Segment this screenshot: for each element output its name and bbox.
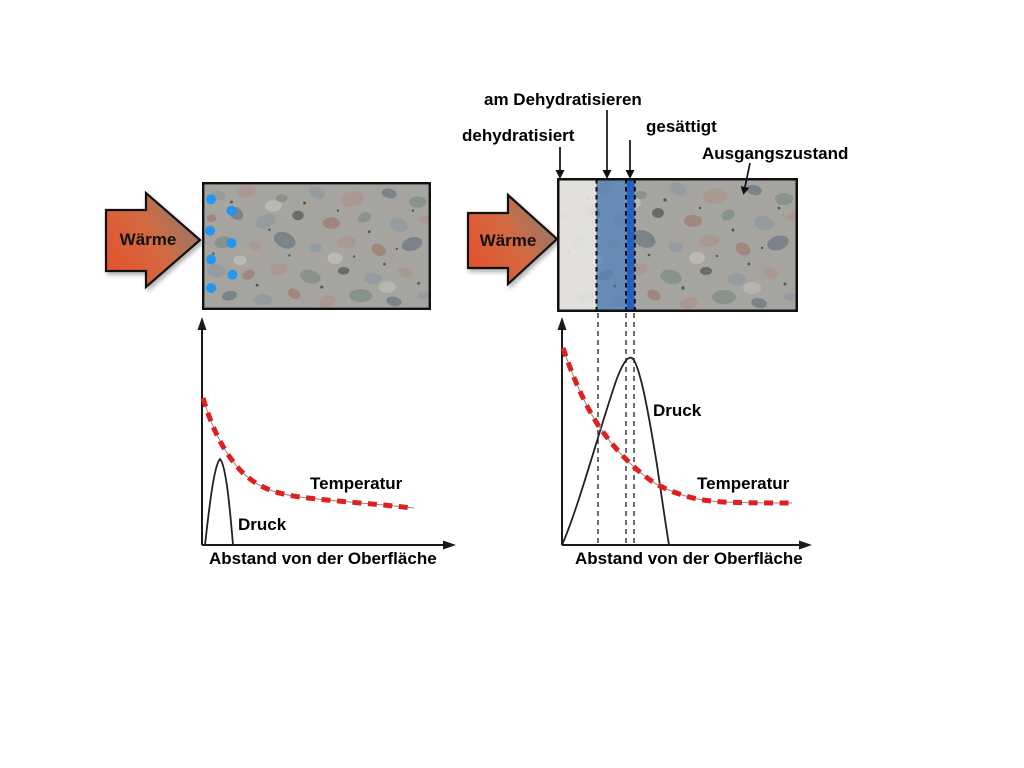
temperature-curve [560,347,791,506]
water-drop [226,238,237,249]
water-drop [205,225,216,236]
water-drop [206,283,216,293]
heat-arrow-right [466,192,559,287]
water-drop [226,205,237,216]
zone-dehydrating [596,179,626,311]
arrow-initial-state [744,162,751,188]
concrete-specimen-right [557,178,798,312]
projected-zone-boundaries [597,313,635,545]
label-pressure-left: Druck [238,515,287,534]
heat-arrow-shape [466,192,559,287]
label-saturated: gesättigt [646,117,717,136]
y-axis-arrow-icon [197,317,207,330]
heat-arrow-left [104,190,202,290]
concrete-specimen-left [202,182,431,310]
water-drop [206,194,216,205]
specimen-border [202,182,431,310]
heat-arrow-left-label: Wärme [119,230,177,249]
heat-arrow-shape [104,190,202,290]
specimen-border [557,178,798,312]
water-drop [206,254,216,265]
water-drop [227,269,238,280]
label-temperature-left: Temperatur [310,474,403,493]
concrete-texture [202,182,431,310]
graph-right [557,313,812,550]
zone-dehydrated [558,179,597,311]
arrow-initial-state-head-icon [740,186,750,195]
label-pressure-right: Druck [653,401,702,420]
zone-annotation-arrows [555,110,751,195]
arrow-saturated-head-icon [625,170,635,179]
zone-saturated [626,179,635,311]
temperature-curve [200,397,413,511]
zone-boundaries [595,179,636,311]
y-axis-arrow-icon [557,317,567,330]
label-dehydrated: dehydratisiert [462,126,575,145]
graph-left [197,317,456,550]
x-axis-arrow-icon [799,540,812,550]
x-axis-label-right: Abstand von der Oberfläche [575,549,803,568]
x-axis-label-left: Abstand von der Oberfläche [209,549,437,568]
water-droplets [205,194,238,293]
pressure-curve [204,457,234,546]
arrow-dehydrating-head-icon [602,170,612,179]
x-axis-arrow-icon [443,540,456,550]
label-dehydrating: am Dehydratisieren [484,90,642,109]
label-temperature-right: Temperatur [697,474,790,493]
heat-arrow-right-label: Wärme [479,231,537,250]
label-initial-state: Ausgangszustand [702,144,849,163]
arrow-dehydrated-head-icon [555,170,565,179]
